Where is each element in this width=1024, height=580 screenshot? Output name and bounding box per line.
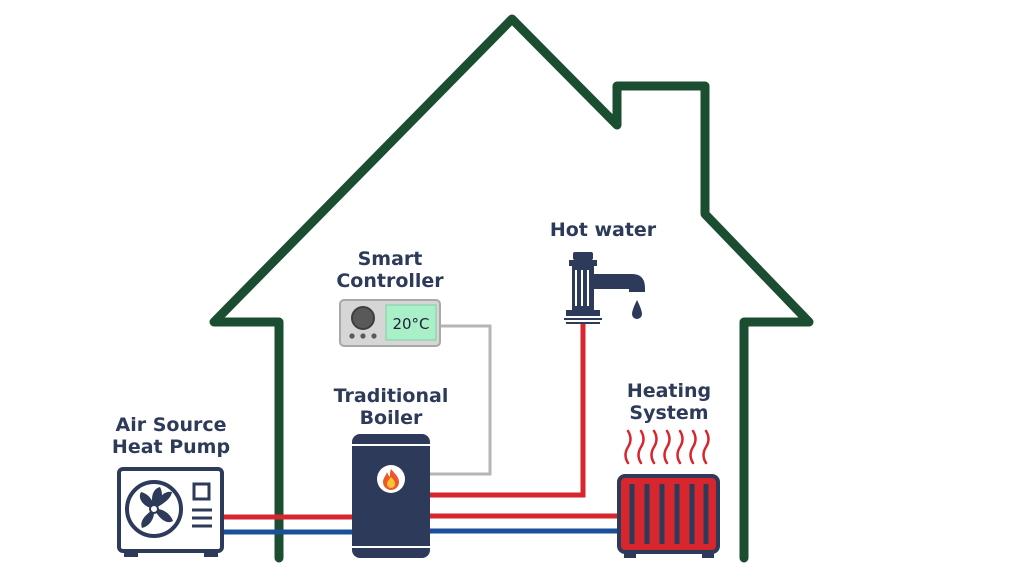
house-outline — [209, 14, 814, 563]
traditional-boiler-label: Traditional Boiler — [333, 385, 449, 429]
traditional-boiler — [352, 434, 430, 558]
control-wire — [430, 324, 492, 476]
controller-temperature: 20°C — [392, 315, 429, 333]
heating-system — [617, 429, 720, 558]
heat-wave-icon — [624, 429, 710, 465]
hot-water-pipe — [430, 324, 586, 498]
smart-controller-label: Smart Controller — [336, 248, 444, 292]
faucet-icon — [564, 252, 645, 324]
controller-dial-icon — [351, 306, 375, 330]
smart-controller: 20°C — [339, 299, 441, 347]
hot-water-label: Hot water — [549, 219, 657, 241]
heating-system-label: Heating System — [626, 380, 712, 424]
fan-icon — [125, 480, 183, 538]
water-drop-icon — [632, 300, 642, 319]
heat-pump-label: Air Source Heat Pump — [111, 414, 231, 458]
air-source-heat-pump — [117, 467, 224, 557]
controller-display — [385, 304, 437, 341]
